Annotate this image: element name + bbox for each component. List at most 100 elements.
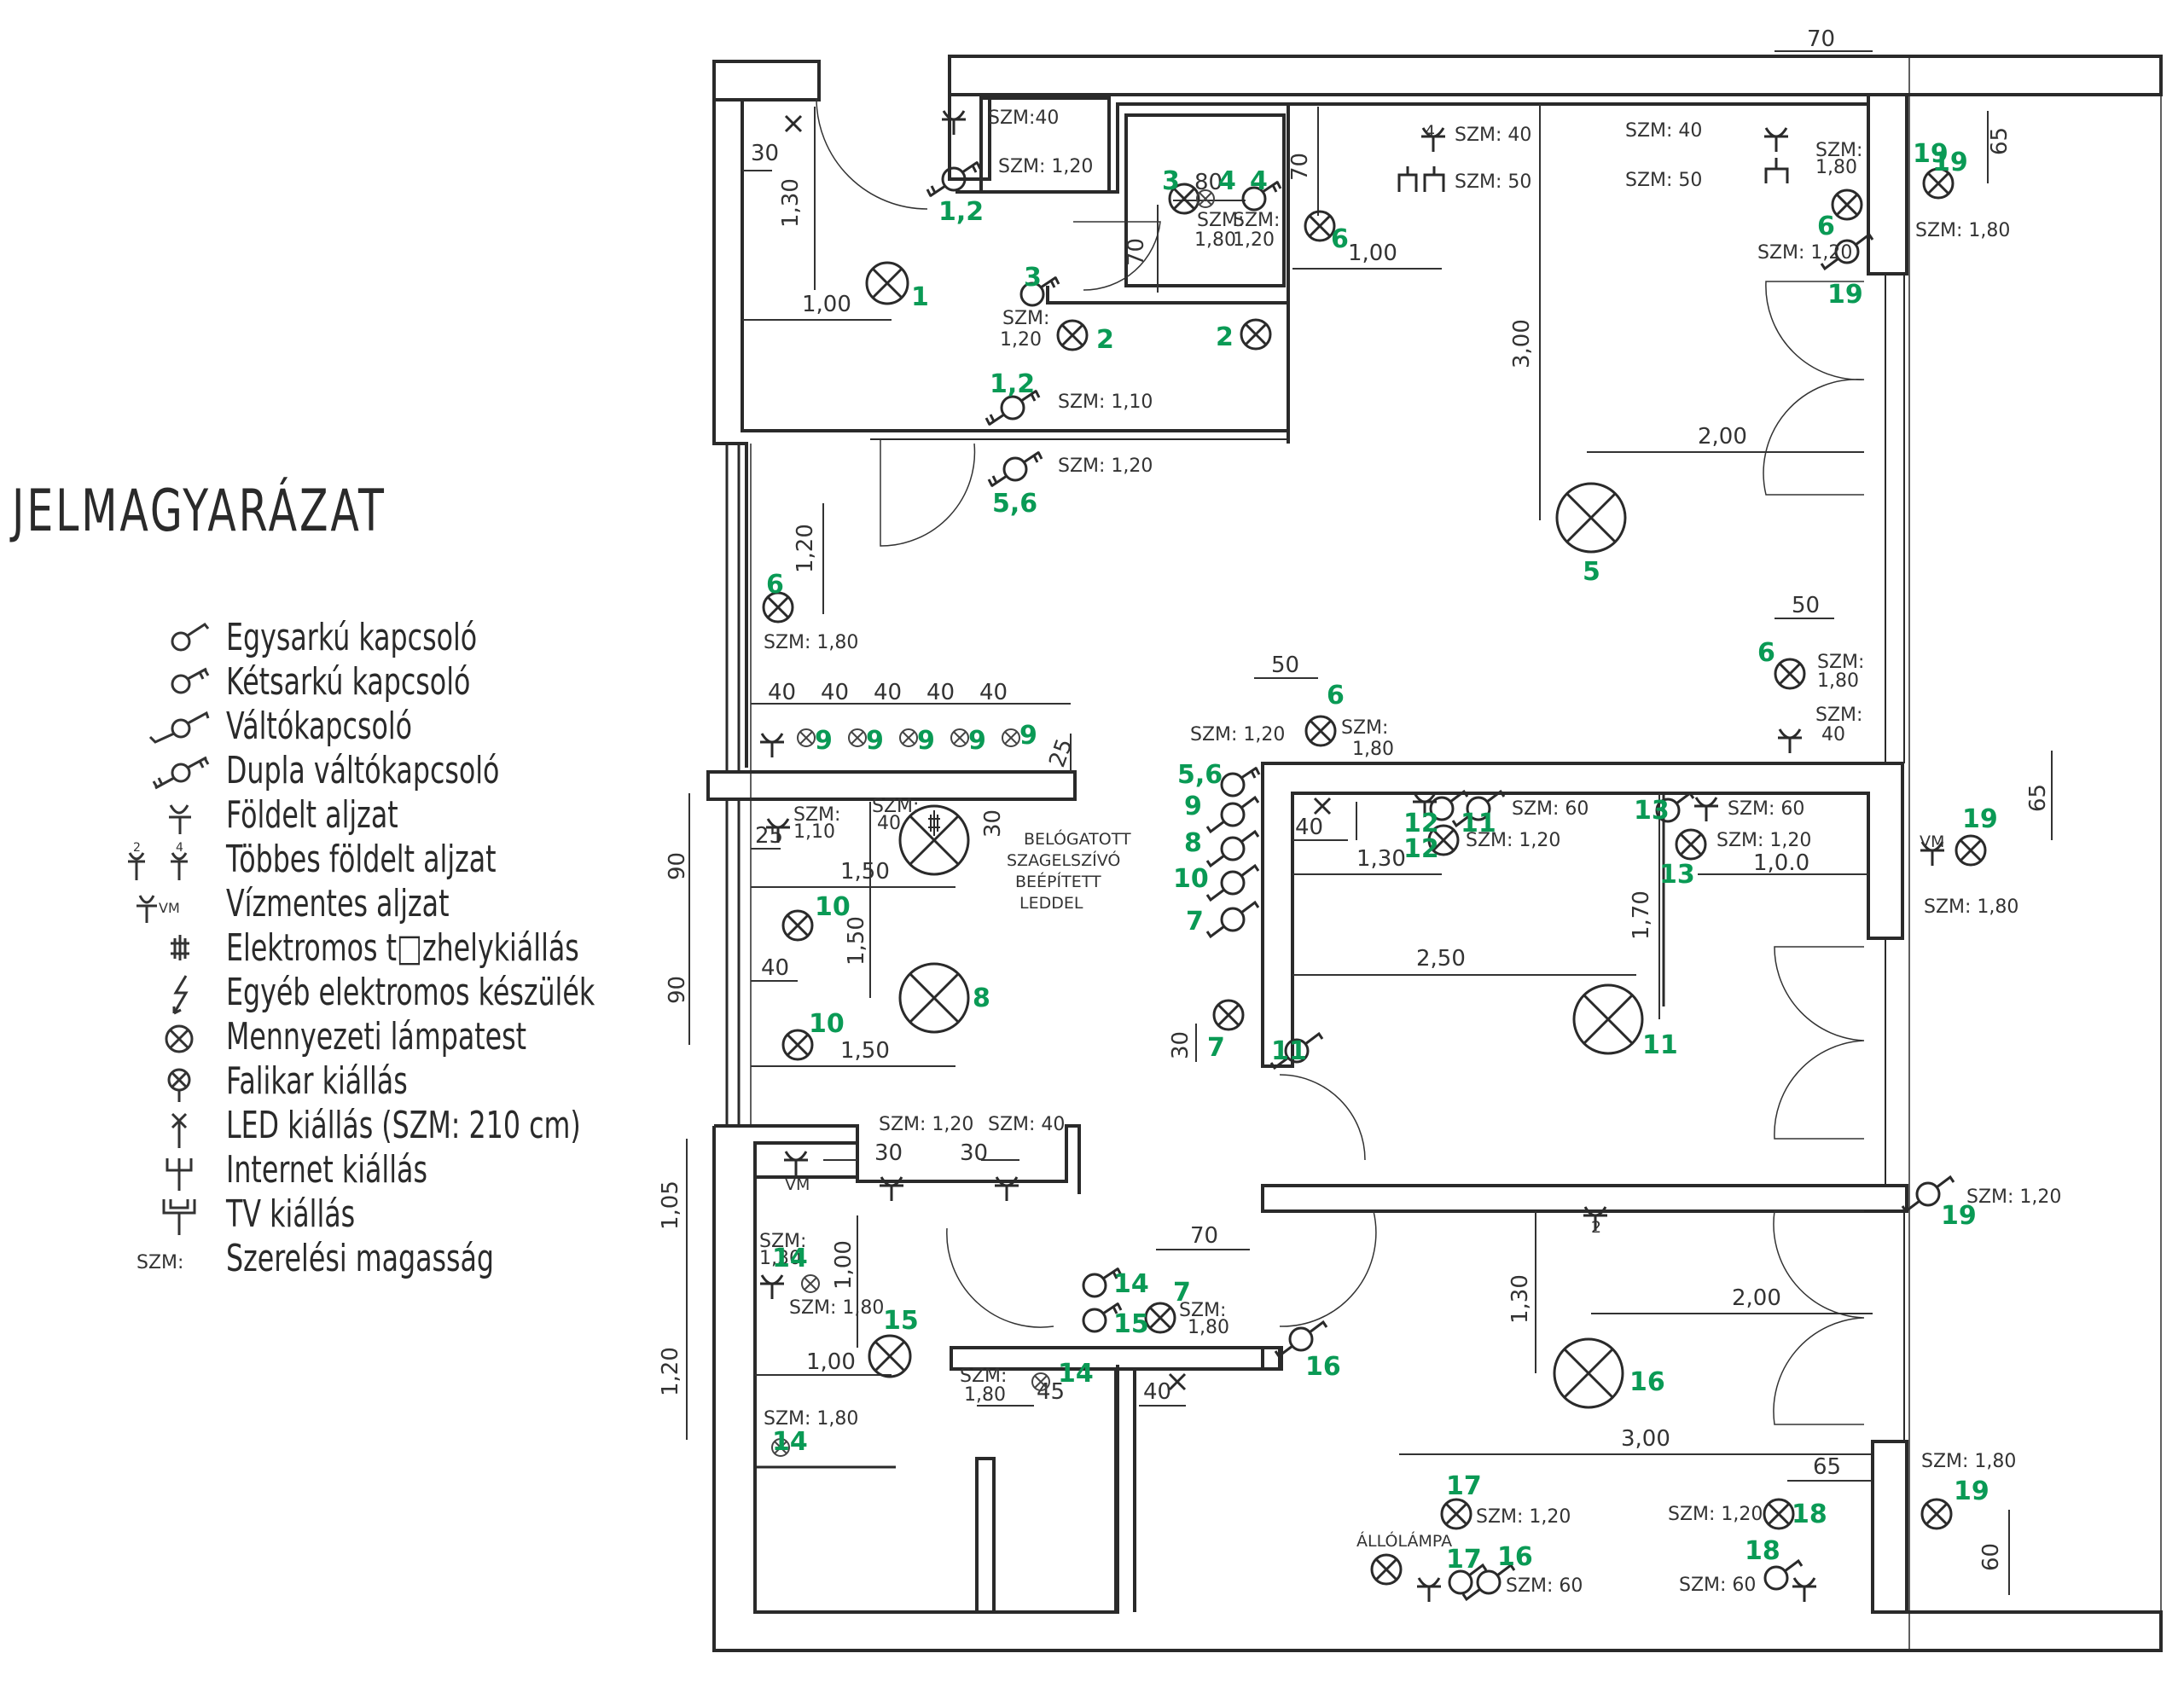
floor-lamp-icon [1370,1553,1403,1586]
wall-lamp-icon [1144,1302,1176,1334]
window-left-lower [725,798,741,1126]
tv-outlet-icon [1397,166,1445,192]
legend-label: Egysarkú kapcsoló [226,616,478,659]
led-lamp-icon [797,728,816,747]
circuit-number: 1 [911,282,929,312]
height-label: 1,80 [1815,157,1857,178]
wall-lamp-icon [1831,189,1863,221]
circuit-number: 16 [1629,1367,1665,1397]
wall-top-strip [948,55,2163,96]
ceiling-lamp-icon [165,1024,194,1053]
wall-lamp-icon [1675,828,1707,861]
circuit-number: 7 [1173,1278,1191,1308]
dim-label: 50 [1792,593,1820,618]
circuit-number: 9 [1184,792,1202,821]
dim-label: 70 [1287,153,1313,181]
single-pole-switch-icon [171,623,210,652]
wall-top-inner [956,102,1868,194]
legend-label: Vízmentes aljzat [226,882,450,925]
dim-label: 40 [979,680,1008,705]
dim-label: 70 [1190,1223,1218,1249]
height-label: SZM: 60 [1728,798,1804,820]
dim-label: 1,00 [831,1240,857,1290]
ceiling-lamp-icon [1555,482,1627,554]
notes: BELÓGATOTT SZAGELSZÍVÓ BEÉPÍTETT LEDDEL … [785,122,1944,1551]
circuit-number: 7 [1207,1033,1225,1063]
ceiling-lamp-icon [1553,1337,1624,1409]
height-label: SZM: [1179,1300,1226,1321]
dim-label: 1,00 [1348,241,1397,266]
height-label: SZM: [1002,308,1049,329]
socket-count: 2 [1591,1218,1601,1237]
circuit-number: 10 [815,892,851,922]
dim-label: 40 [1295,815,1323,840]
height-label: SZM: [1197,210,1244,231]
double-two-way-switch-icon [987,450,1043,488]
legend-label: Dupla váltókapcsoló [226,749,500,792]
circuit-number: 14 [1058,1359,1094,1389]
dim-label: 65 [1987,127,2013,155]
wall-wc-left [948,95,991,181]
circuit-number: 19 [1954,1476,1989,1506]
circuit-number: 5,6 [1177,760,1223,790]
doors [816,97,1865,1425]
dim-label: 40 [874,680,902,705]
height-label: SZM: 1,20 [1668,1504,1763,1525]
height-label: SZM: 1,20 [1190,724,1285,745]
height-label: SZM: [1817,652,1864,673]
wall-lamp-icon [1440,1498,1472,1530]
legend-label: LED kiállás (SZM: 210 cm) [226,1104,581,1147]
internet-outlet-icon [166,1158,193,1191]
wall-top-left-block [712,60,821,102]
dim-label: 30 [1168,1031,1194,1059]
circuit-number: 11 [1271,1036,1307,1066]
two-way-switch-icon [1205,864,1260,902]
led-outlet-icon [1168,1372,1187,1391]
legend-title: JELMAGYARÁZAT [12,478,386,545]
dim-label: 70 [1807,26,1835,52]
circuit-number: 16 [1305,1352,1341,1382]
legend-label: Falikar kiállás [226,1059,408,1103]
dim-label: 90 [665,976,690,1004]
height-label: SZM: 1,80 [789,1297,884,1319]
dim-label: 40 [1143,1379,1171,1405]
dim-label: 3,00 [1509,319,1535,368]
circuit-number: 13 [1659,860,1695,890]
circuit-number: 6 [1327,681,1345,711]
dim-label: 30 [980,809,1006,838]
height-label: SZM: 50 [1455,171,1531,193]
height-label: 1,80 [1194,229,1236,251]
led-outlet-icon [1313,797,1332,815]
circuit-number: 14 [772,1427,808,1457]
height-label: SZM: 1,80 [1921,1451,2016,1472]
multi-grounded-socket-icon [1763,126,1790,154]
wall-column-top-right [1867,93,1908,276]
legend-item-tv-outlet: TV kiállás [111,1191,640,1242]
legend-label: Elektromos t□zhelykiállás [226,926,579,970]
wall-column-bottom-right [1871,1440,1908,1614]
door-living [1279,1074,1366,1161]
height-label: 40 [877,813,901,834]
height-label: SZM: 50 [1625,170,1702,191]
multi-grounded-socket-icon [1776,728,1804,755]
dimension-labels: 70 30 1,30 1,00 80 70 70 1,00 3,00 2,00 … [658,26,2051,1571]
waterproof-socket-icon: VM [136,895,180,923]
height-label: 1,10 [793,821,835,843]
dim-label: 50 [1271,653,1299,678]
floor-lamp-note: ÁLLÓLÁMPA [1356,1530,1452,1551]
dim-label: 1,70 [1629,890,1654,940]
wall-lamp-icon [1920,1498,1953,1530]
height-label: SZM: 40 [988,1114,1065,1135]
circuit-number: 19 [1827,280,1863,310]
circuit-number: 4 [1218,166,1236,196]
circuit-number: 9 [866,726,884,756]
height-label: SZM: [1815,140,1862,161]
circuit-number: 14 [1113,1269,1149,1299]
circuit-number: 10 [1173,864,1209,894]
circuit-number: 1,2 [938,197,984,227]
wall-lamp-icon [1212,999,1245,1031]
legend-item-internet-outlet: Internet kiállás [111,1146,640,1198]
door-bedroom2 [1279,1210,1377,1327]
circuit-number: 16 [1497,1542,1533,1572]
